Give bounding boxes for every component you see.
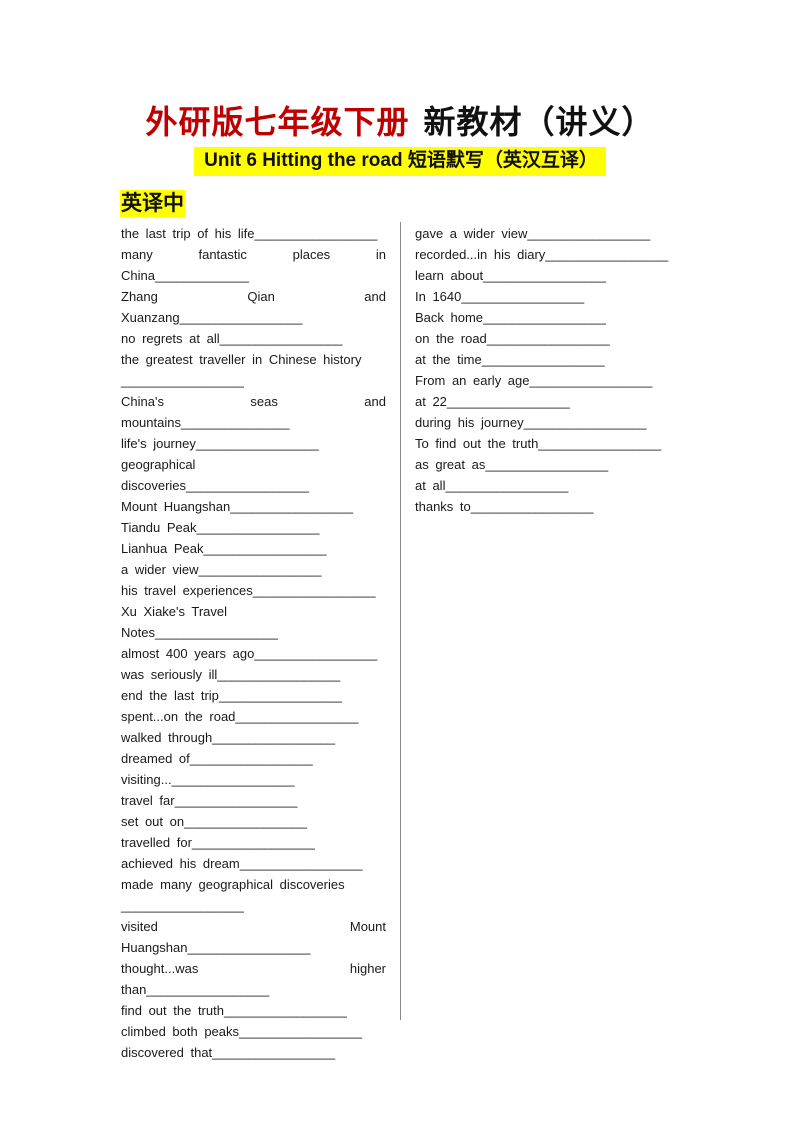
- phrase-item: the last trip of his life_______________…: [121, 226, 378, 241]
- phrase-item: Tiandu Peak_________________: [121, 520, 320, 535]
- phrase-item: Mount Huangshan_________________: [121, 499, 354, 514]
- phrase-item: _________________: [121, 898, 244, 913]
- title-black-part: 新教材（讲义）: [423, 104, 655, 140]
- phrase-item: Lianhua Peak_________________: [121, 541, 327, 556]
- phrase-item: at 22_________________: [415, 394, 570, 409]
- phrase-item: geographical discoveries________________…: [121, 457, 309, 493]
- phrase-item: recorded...in his diary_________________: [415, 247, 669, 262]
- subtitle-container: Unit 6 Hitting the road 短语默写（英汉互译）: [0, 147, 800, 176]
- phrase-item: To find out the truth_________________: [415, 436, 662, 451]
- phrase-item: walked through_________________: [121, 730, 336, 745]
- phrase-item: a wider view_________________: [121, 562, 322, 577]
- phrase-item: visited Mount: [121, 919, 386, 934]
- phrase-item: From an early age_________________: [415, 373, 653, 388]
- left-phrase-column: the last trip of his life_______________…: [121, 223, 386, 1063]
- phrase-item: mountains_______________: [121, 415, 290, 430]
- phrase-item: climbed both peaks_________________: [121, 1024, 362, 1039]
- phrase-item: Zhang Qian and: [121, 289, 386, 304]
- phrase-item: thanks to_________________: [415, 499, 594, 514]
- phrase-item: discovered that_________________: [121, 1045, 336, 1060]
- phrase-item: during his journey_________________: [415, 415, 647, 430]
- phrase-item: travel far_________________: [121, 793, 298, 808]
- phrase-item: many fantastic places in: [121, 247, 386, 262]
- phrase-item: learn about_________________: [415, 268, 606, 283]
- column-divider: [400, 222, 401, 1020]
- phrase-item: China_____________: [121, 268, 249, 283]
- phrase-item: his travel experiences_________________: [121, 583, 376, 598]
- phrase-item: set out on_________________: [121, 814, 308, 829]
- phrase-item: than_________________: [121, 982, 270, 997]
- phrase-item: _________________: [121, 373, 244, 388]
- phrase-item: In 1640_________________: [415, 289, 585, 304]
- phrase-item: Xuanzang_________________: [121, 310, 303, 325]
- phrase-item: Back home_________________: [415, 310, 606, 325]
- document-title: 外研版七年级下册新教材（讲义）: [0, 100, 800, 144]
- phrase-item: at all_________________: [415, 478, 569, 493]
- phrase-item: achieved his dream_________________: [121, 856, 363, 871]
- phrase-item: almost 400 years ago_________________: [121, 646, 378, 661]
- phrase-item: travelled for_________________: [121, 835, 315, 850]
- phrase-item: visiting..._________________: [121, 772, 295, 787]
- phrase-item: at the time_________________: [415, 352, 605, 367]
- phrase-item: find out the truth_________________: [121, 1003, 347, 1018]
- phrase-item: as great as_________________: [415, 457, 609, 472]
- phrase-item: China's seas and: [121, 394, 386, 409]
- phrase-item: no regrets at all_________________: [121, 331, 343, 346]
- phrase-item: life's journey_________________: [121, 436, 319, 451]
- phrase-item: spent...on the road_________________: [121, 709, 359, 724]
- phrase-item: dreamed of_________________: [121, 751, 313, 766]
- phrase-item: Huangshan_________________: [121, 940, 311, 955]
- section-label: 英译中: [120, 190, 185, 217]
- phrase-item: the greatest traveller in Chinese histor…: [121, 352, 362, 367]
- right-phrase-column: gave a wider view_________________record…: [415, 223, 675, 517]
- phrase-item: gave a wider view_________________: [415, 226, 651, 241]
- phrase-item: end the last trip_________________: [121, 688, 342, 703]
- unit-subtitle: Unit 6 Hitting the road 短语默写（英汉互译）: [194, 147, 606, 176]
- title-red-part: 外研版七年级下册: [145, 104, 410, 140]
- phrase-item: made many geographical discoveries: [121, 877, 345, 892]
- phrase-item: was seriously ill_________________: [121, 667, 341, 682]
- phrase-item: on the road_________________: [415, 331, 610, 346]
- phrase-item: Xu Xiake's Travel Notes_________________: [121, 604, 278, 640]
- phrase-item: thought...was higher: [121, 961, 386, 976]
